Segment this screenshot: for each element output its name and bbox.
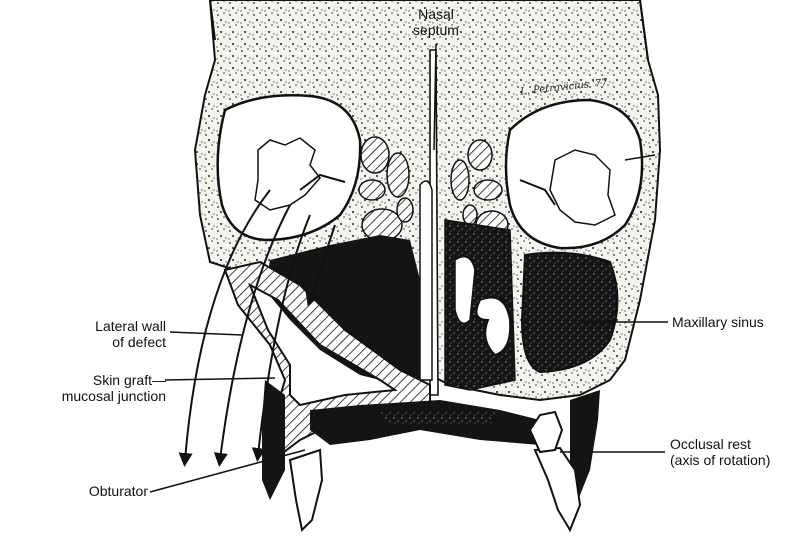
label-nasal-septum: Nasal septum <box>398 6 474 38</box>
label-occlusal-rest-line2: (axis of rotation) <box>670 452 770 468</box>
label-lateral-wall: Lateral wall of defect <box>6 318 166 350</box>
label-maxillary-sinus: Maxillary sinus <box>672 314 764 330</box>
label-nasal-septum-line2: septum <box>398 22 474 38</box>
label-obturator: Obturator <box>6 483 148 499</box>
label-occlusal-rest: Occlusal rest (axis of rotation) <box>670 436 770 468</box>
label-skin-graft-line1: Skin graft— <box>6 372 166 388</box>
label-occlusal-rest-line1: Occlusal rest <box>670 436 770 452</box>
label-skin-graft: Skin graft— mucosal junction <box>6 372 166 404</box>
label-maxillary-sinus-text: Maxillary sinus <box>672 314 764 330</box>
label-skin-graft-line2: mucosal junction <box>6 388 166 404</box>
occlusal-rest-clasp <box>530 412 562 452</box>
leader-skin-graft <box>165 378 275 380</box>
palate-stipple <box>380 412 500 425</box>
label-lateral-wall-line1: Lateral wall <box>6 318 166 334</box>
label-nasal-septum-line1: Nasal <box>398 6 474 22</box>
left-tooth <box>290 450 322 530</box>
label-obturator-text: Obturator <box>6 483 148 499</box>
label-lateral-wall-line2: of defect <box>6 334 166 350</box>
